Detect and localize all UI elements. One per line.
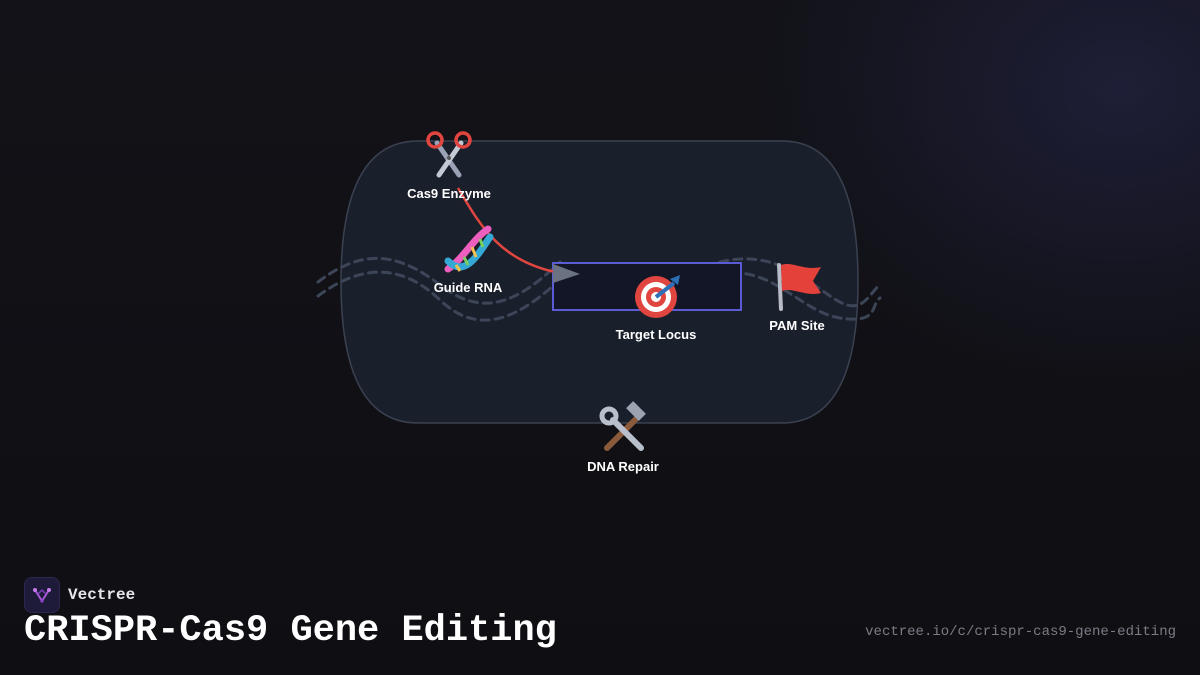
red-flag-icon (777, 263, 821, 311)
source-url: vectree.io/c/crispr-cas9-gene-editing (865, 624, 1176, 640)
node-label-pam-site: PAM Site (769, 318, 825, 333)
node-label-target-locus: Target Locus (615, 327, 697, 342)
edge-cas9-to-target (456, 187, 561, 275)
dna-strand-lower (316, 270, 882, 322)
edge-arrow-head (553, 264, 580, 283)
target-icon (635, 275, 680, 318)
dna-strand-upper (316, 256, 882, 308)
node-label-guide-rna: Guide RNA (433, 280, 503, 295)
page-title: CRISPR-Cas9 Gene Editing (24, 610, 557, 652)
hammer-wrench-icon (599, 401, 646, 451)
brand-name: Vectree (68, 586, 136, 604)
dna-icon (444, 225, 494, 273)
node-label-cas9: Cas9 Enzyme (407, 186, 491, 201)
vectree-logo-icon (24, 577, 60, 613)
scissors-icon (426, 131, 472, 178)
brand: Vectree (24, 577, 135, 613)
node-label-dna-repair: DNA Repair (587, 459, 659, 474)
